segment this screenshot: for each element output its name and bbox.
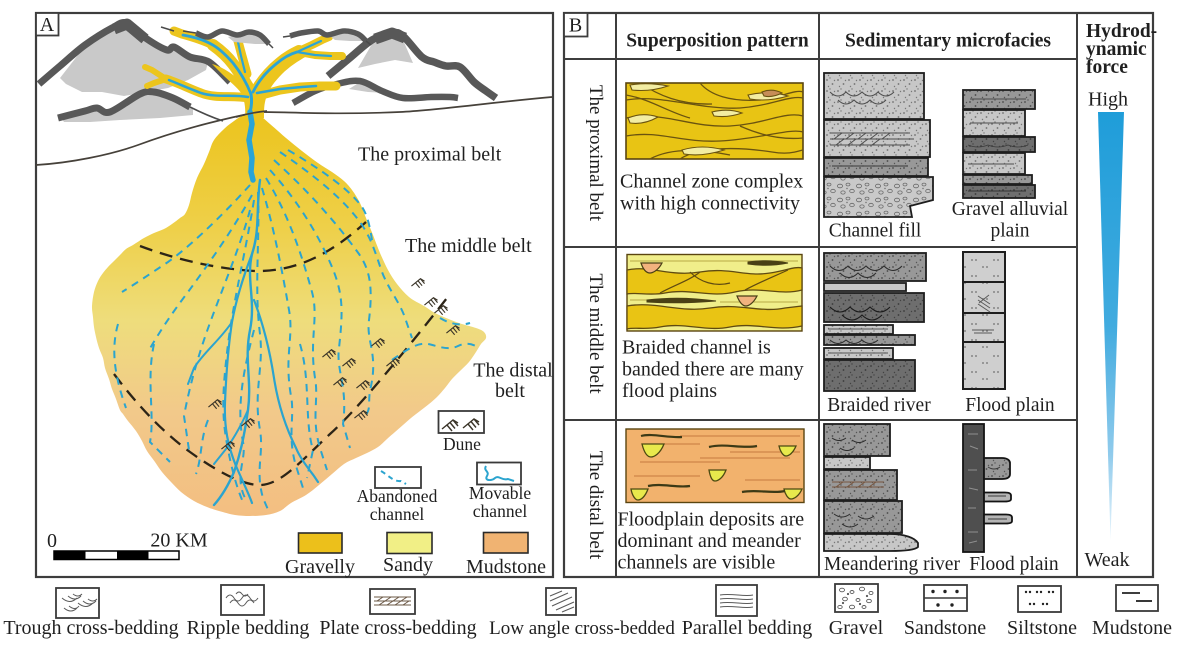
- svg-text:channel: channel: [370, 504, 425, 524]
- svg-text:Gravel alluvial: Gravel alluvial: [952, 199, 1069, 220]
- svg-text:banded there are many: banded there are many: [622, 359, 804, 381]
- svg-text:Hydrod-: Hydrod-: [1086, 21, 1157, 42]
- svg-text:Movable: Movable: [469, 483, 531, 503]
- svg-text:A: A: [40, 14, 55, 36]
- svg-text:Sedimentary microfacies: Sedimentary microfacies: [845, 31, 1051, 52]
- svg-text:The distal belt: The distal belt: [585, 451, 606, 560]
- svg-text:Parallel bedding: Parallel bedding: [682, 617, 813, 639]
- svg-text:The proximal belt: The proximal belt: [585, 85, 606, 222]
- svg-text:Abandoned: Abandoned: [357, 486, 438, 506]
- svg-text:Gravelly: Gravelly: [285, 556, 355, 578]
- svg-text:The proximal belt: The proximal belt: [358, 144, 502, 166]
- svg-text:Ripple bedding: Ripple bedding: [187, 617, 310, 639]
- svg-text:The middle belt: The middle belt: [405, 235, 532, 257]
- svg-text:Channel zone complex: Channel zone complex: [620, 171, 803, 193]
- svg-text:Sandy: Sandy: [383, 554, 433, 576]
- svg-text:Meandering river: Meandering river: [824, 554, 960, 575]
- svg-text:Sandstone: Sandstone: [904, 617, 986, 639]
- svg-text:Braided river: Braided river: [827, 395, 931, 416]
- svg-text:Mudstone: Mudstone: [466, 556, 546, 578]
- svg-text:Siltstone: Siltstone: [1007, 617, 1077, 639]
- svg-text:Trough cross-bedding: Trough cross-bedding: [3, 617, 178, 639]
- svg-text:force: force: [1086, 57, 1128, 78]
- svg-text:dominant and meander: dominant and meander: [618, 530, 802, 552]
- svg-text:ynamic: ynamic: [1086, 39, 1147, 60]
- svg-text:Flood plain: Flood plain: [969, 554, 1059, 575]
- svg-text:0: 0: [47, 530, 57, 552]
- svg-text:Low angle cross-bedded: Low angle cross-bedded: [489, 618, 675, 639]
- svg-text:20 KM: 20 KM: [150, 530, 207, 552]
- svg-text:Mudstone: Mudstone: [1092, 617, 1172, 639]
- svg-text:High: High: [1088, 89, 1128, 111]
- svg-text:with high connectivity: with high connectivity: [620, 193, 800, 215]
- svg-text:Dune: Dune: [443, 434, 481, 454]
- svg-text:Channel fill: Channel fill: [829, 221, 922, 242]
- svg-text:channel: channel: [473, 501, 528, 521]
- svg-text:flood plains: flood plains: [622, 380, 717, 402]
- svg-text:Weak: Weak: [1084, 549, 1129, 571]
- svg-text:belt: belt: [495, 380, 525, 402]
- svg-text:channels are visible: channels are visible: [618, 552, 776, 574]
- svg-text:Plate cross-bedding: Plate cross-bedding: [319, 617, 476, 639]
- svg-text:B: B: [569, 15, 582, 37]
- svg-text:Superposition pattern: Superposition pattern: [626, 31, 809, 52]
- svg-text:The distal: The distal: [473, 360, 553, 382]
- svg-text:plain: plain: [991, 221, 1030, 242]
- svg-text:Gravel: Gravel: [829, 617, 884, 639]
- svg-text:The middle belt: The middle belt: [585, 273, 606, 394]
- svg-text:Floodplain deposits are: Floodplain deposits are: [618, 509, 805, 531]
- svg-text:Braided channel is: Braided channel is: [622, 337, 771, 359]
- svg-text:Flood plain: Flood plain: [965, 395, 1055, 416]
